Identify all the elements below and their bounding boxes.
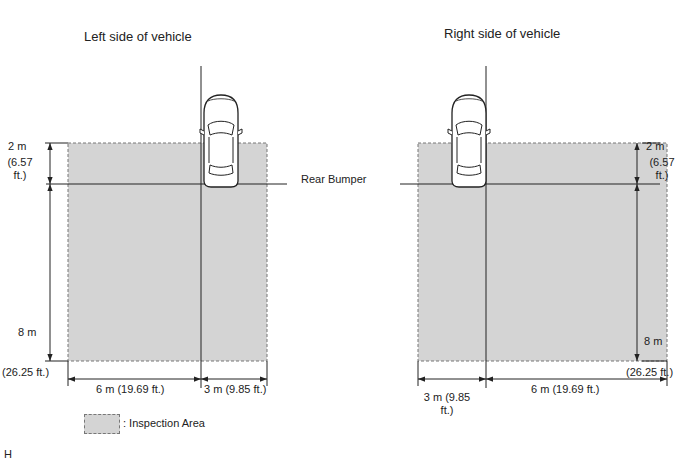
- part-name: Rear Bumper: [301, 173, 366, 186]
- dimension: (26.25 ft.): [626, 366, 673, 379]
- dimension: 6 m (19.69 ft.): [531, 383, 599, 396]
- dimension: (26.25 ft.): [2, 366, 49, 379]
- dimension: 8 m: [644, 335, 662, 348]
- dimension: 3 m (9.85 ft.): [422, 391, 472, 417]
- dimension: 3 m (9.85 ft.): [204, 383, 266, 396]
- dimension: 6 m (19.69 ft.): [96, 383, 164, 396]
- dimension: 2 m: [646, 140, 664, 153]
- dimension: 2 m: [8, 140, 26, 153]
- dimension: (6.57 ft.): [2, 156, 38, 182]
- figure-code: H: [4, 448, 12, 461]
- panel-title: Right side of vehicle: [444, 26, 560, 41]
- dimension: 8 m: [18, 326, 36, 339]
- panel-title: Left side of vehicle: [84, 29, 192, 44]
- legend-text: : Inspection Area: [123, 417, 205, 430]
- legend-swatch: [84, 414, 120, 434]
- dimension: (6.57 ft.): [642, 156, 682, 182]
